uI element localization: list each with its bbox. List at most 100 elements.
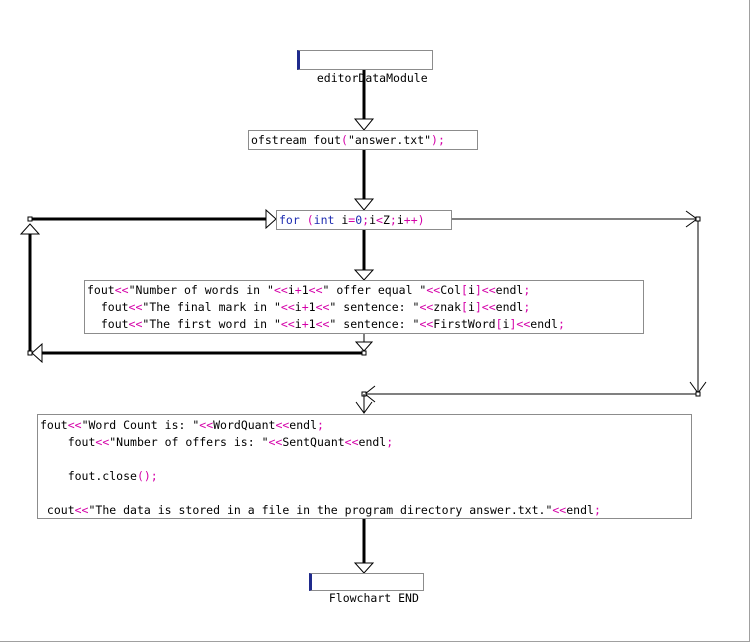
code-token: ]<< (474, 300, 496, 314)
code-token: cout (40, 503, 75, 517)
code-token: endl (358, 435, 387, 449)
code-token: " sentence: " (329, 317, 420, 331)
code-token: [ (461, 300, 468, 314)
code-token: 1 (308, 300, 316, 314)
code-token: + (301, 317, 309, 331)
code-token: i (502, 317, 510, 331)
code-token: WordQuant (213, 418, 276, 432)
code-token: i (467, 300, 475, 314)
code-token: "Number of offers is: " (109, 435, 269, 449)
code-token: << (268, 435, 283, 449)
code-line (40, 451, 689, 468)
code-line: fout<<"Number of words in "<<i+1<<" offe… (87, 282, 641, 299)
code-token: 1 (301, 283, 309, 297)
loop-body-block[interactable]: fout<<"Number of words in "<<i+1<<" offe… (84, 280, 644, 334)
flow-arrow-loop-body (353, 269, 375, 281)
code-token: FirstWord (433, 317, 496, 331)
code-token: "The data is stored in a file in the pro… (88, 503, 553, 517)
code-token: << (426, 283, 441, 297)
code-token: SentQuant (282, 435, 345, 449)
code-token: ; (317, 418, 324, 432)
node-handle (695, 391, 701, 397)
code-token: << (419, 317, 434, 331)
code-token: ; (362, 213, 370, 227)
code-token: << (275, 418, 290, 432)
code-token: ; (593, 503, 601, 517)
code-token: znak (433, 300, 461, 314)
code-token: endl (566, 503, 594, 517)
code-token: << (74, 503, 89, 517)
code-token: < (376, 213, 383, 227)
code-token: << (315, 300, 330, 314)
code-token: << (280, 317, 295, 331)
node-handle (27, 216, 33, 222)
code-token: i (294, 317, 302, 331)
code-token: fout.close (40, 469, 137, 483)
code-token: << (280, 300, 295, 314)
code-token: << (273, 283, 288, 297)
code-token: 0 (355, 213, 363, 227)
code-token (300, 213, 307, 227)
code-token: i (287, 283, 295, 297)
end-terminal[interactable]: Flowchart END (309, 573, 424, 605)
code-token: << (308, 283, 323, 297)
code-token: + (301, 300, 309, 314)
loop-back-arrow-up (19, 223, 41, 235)
code-line: fout.close(); (40, 468, 689, 485)
code-token: << (199, 418, 214, 432)
flow-arrow-stmt1 (353, 198, 375, 211)
code-token: endl (495, 283, 524, 297)
code-token: endl (495, 300, 524, 314)
code-line: for (int i=0;i<Z;i++) (279, 212, 449, 229)
code-token: ofstream fout (251, 133, 342, 147)
code-token: int (313, 213, 335, 227)
loop-for-block[interactable]: for (int i=0;i<Z;i++) (276, 210, 452, 230)
loop-back-arrow-down (354, 341, 374, 352)
code-token: [ (461, 283, 468, 297)
code-token: fout (87, 300, 129, 314)
code-token: i (334, 213, 349, 227)
start-label: editorDataModule (316, 71, 428, 85)
code-token: + (294, 283, 302, 297)
code-token: 1 (308, 317, 316, 331)
node-handle (695, 216, 701, 222)
code-token: Z (382, 213, 390, 227)
code-token: ( (341, 133, 348, 147)
code-token: "answer.txt" (347, 133, 432, 147)
node-handle (27, 350, 33, 356)
code-token: "The final mark in " (142, 300, 281, 314)
output-block[interactable]: fout<<"Word Count is: "<<WordQuant<<endl… (37, 414, 692, 519)
statement-block-ofstream[interactable]: ofstream fout("answer.txt"); (248, 130, 478, 150)
code-token: << (419, 300, 434, 314)
node-handle (361, 350, 367, 356)
code-token: << (128, 317, 143, 331)
loop-back-arrow-left (31, 342, 43, 364)
code-token: << (315, 317, 330, 331)
code-token: "Word Count is: " (81, 418, 200, 432)
code-token: << (344, 435, 359, 449)
code-token: [ (495, 317, 503, 331)
code-token: fout (87, 317, 129, 331)
code-token: << (114, 283, 129, 297)
code-token: fout (40, 435, 96, 449)
code-token: ; (386, 435, 394, 449)
code-token: ++) (403, 213, 425, 227)
loop-back-arrow-right (265, 208, 277, 230)
code-token: = (348, 213, 356, 227)
code-token: "Number of words in " (128, 283, 274, 297)
code-line: fout<<"The first word in "<<i+1<<" sente… (87, 316, 641, 333)
code-token: ]<< (509, 317, 531, 331)
code-token: ); (431, 133, 445, 147)
code-token: " offer equal " (322, 283, 427, 297)
code-token: Col (440, 283, 461, 297)
start-terminal[interactable]: editorDataModule (297, 50, 433, 85)
code-token: i (396, 213, 404, 227)
code-line: ofstream fout("answer.txt"); (251, 132, 475, 149)
code-token: ; (557, 317, 565, 331)
code-token: << (128, 300, 143, 314)
code-token: i (294, 300, 302, 314)
code-token: fout (87, 283, 115, 297)
end-label: Flowchart END (328, 591, 419, 605)
code-token: ]<< (474, 283, 496, 297)
